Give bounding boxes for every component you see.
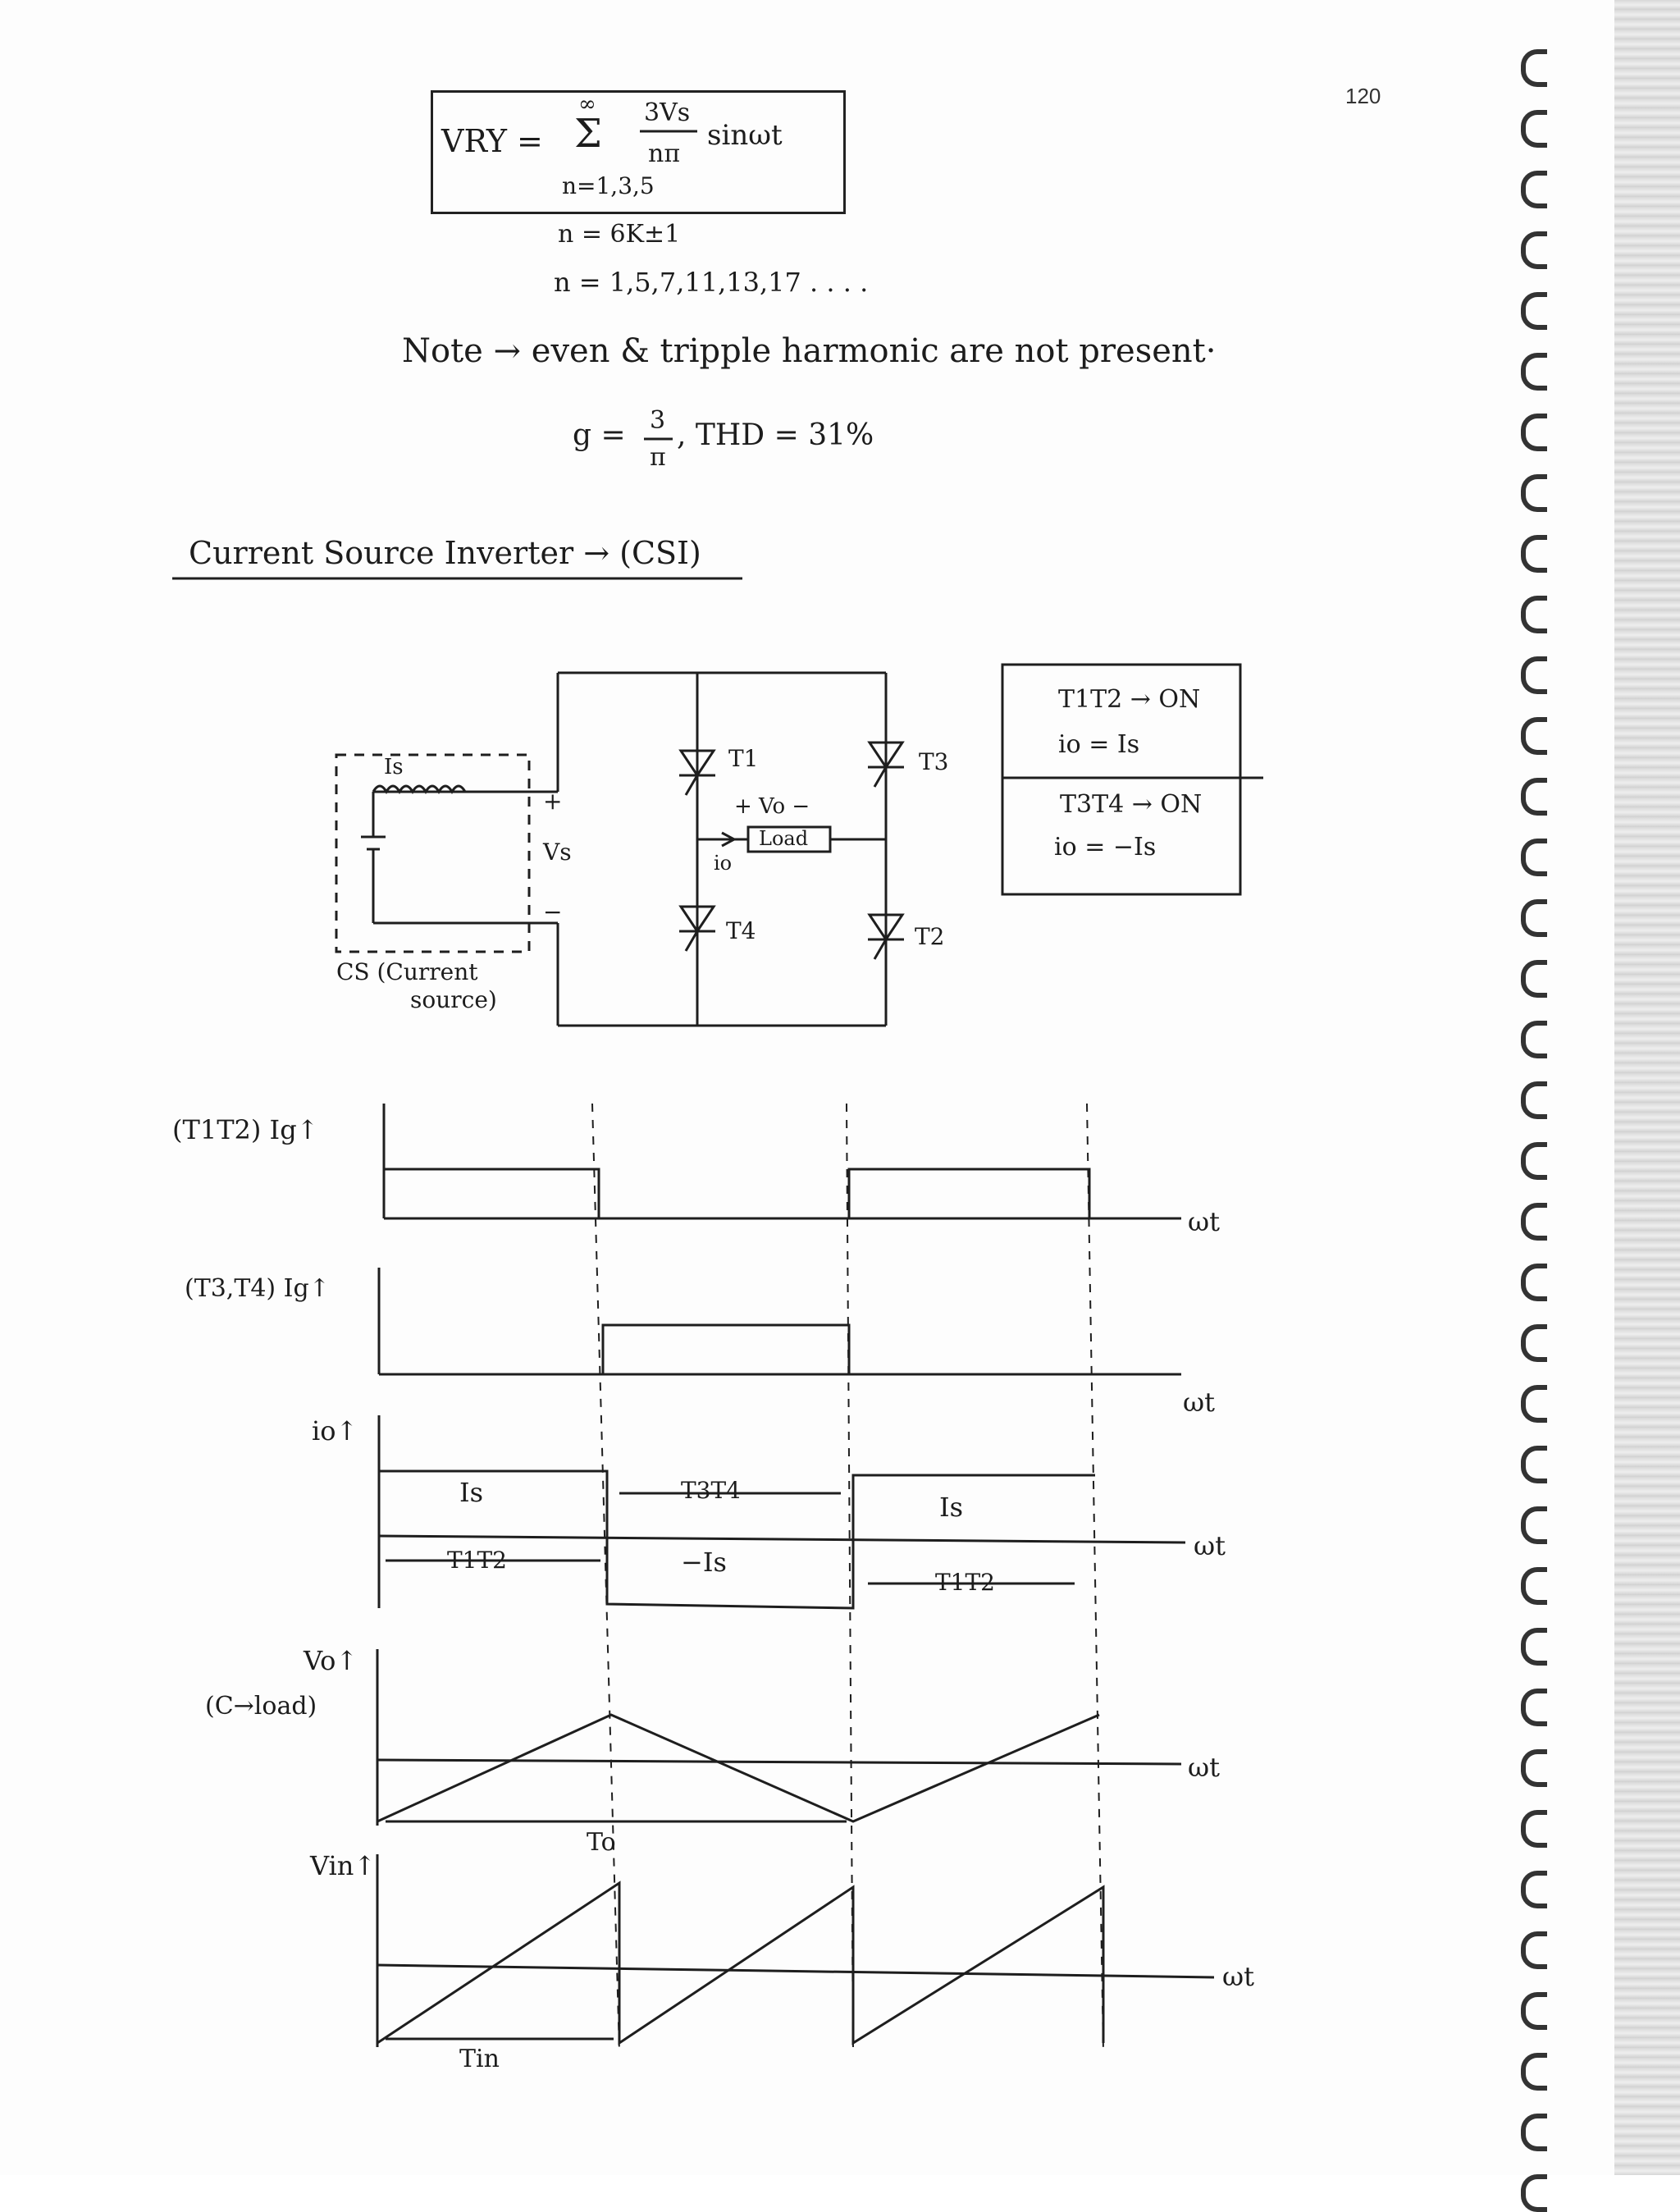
tin-label: Tin	[459, 2045, 500, 2073]
section-title: Current Source Inverter → (CSI)	[189, 535, 701, 571]
table-row1-a: T1T2 → ON	[1058, 685, 1201, 714]
circuit-cs-label-1: CS (Current	[336, 958, 478, 985]
circuit-is-label: Is	[384, 755, 404, 779]
vo-waveform	[377, 1713, 1100, 1823]
formula-sum-range: n=1,3,5	[562, 172, 655, 199]
ig12-pulse-2	[847, 1168, 1091, 1218]
io-t1t2-label-2: T1T2	[935, 1569, 995, 1596]
note-g-denominator: π	[650, 443, 666, 472]
circuit-load: Load	[759, 827, 809, 850]
table-row2-b: io = −Is	[1054, 833, 1157, 861]
circuit-minus: −	[543, 898, 563, 925]
circuit-plus: +	[543, 788, 563, 815]
io-is-negative: −Is	[681, 1547, 727, 1578]
io-x-axis	[378, 1534, 1186, 1544]
wt-label-4: ωt	[1188, 1752, 1220, 1783]
circuit-cs-label-2: source)	[410, 986, 497, 1013]
ig12-pulse-1	[384, 1168, 600, 1218]
formula-n-values: n = 1,5,7,11,13,17 . . . .	[554, 267, 869, 298]
vo-sub-label: (C→load)	[205, 1692, 317, 1721]
table-row1-b: io = Is	[1058, 730, 1140, 759]
io-t3t4-label: T3T4	[681, 1477, 741, 1504]
period-divider-1	[591, 1103, 620, 2052]
wt-label-2: ωt	[1183, 1387, 1215, 1418]
formula-denominator: nπ	[648, 139, 681, 168]
vin-label: Vin↑	[310, 1850, 377, 1881]
vo-x-axis	[377, 1758, 1182, 1766]
circuit-vo: + Vo −	[734, 794, 810, 819]
binder-edge	[1614, 0, 1680, 2175]
thyristor-t2	[867, 913, 905, 960]
period-divider-3	[1086, 1103, 1104, 2052]
page-number: 120	[1345, 84, 1381, 108]
note-g-numerator: 3	[650, 406, 666, 435]
wt-label-5: ωt	[1222, 1961, 1254, 1992]
ig12-label: (T1T2) Ig↑	[172, 1114, 319, 1145]
vin-waveform	[377, 1881, 1105, 2045]
io-is-positive: Is	[459, 1477, 484, 1508]
wt-label-3: ωt	[1194, 1530, 1226, 1561]
note-text: Note → even & tripple harmonic are not p…	[402, 332, 1217, 370]
io-arrow	[721, 831, 737, 848]
state-table-box	[1001, 663, 1242, 896]
current-source-box	[335, 753, 531, 953]
vo-label: Vo↑	[304, 1645, 358, 1676]
circuit-t1: T1	[728, 745, 759, 772]
formula-sum-symbol: Σ	[574, 111, 602, 157]
circuit-t4: T4	[726, 917, 756, 944]
vin-x-axis	[377, 1963, 1215, 1979]
to-label: To	[587, 1828, 616, 1857]
formula-sum-top: ∞	[578, 92, 596, 117]
circuit-io: io	[714, 852, 733, 875]
thyristor-t4	[678, 905, 716, 952]
period-divider-2	[846, 1103, 854, 2052]
thyristor-t1	[678, 749, 716, 796]
formula-box	[431, 90, 846, 214]
note-thd: , THD = 31%	[677, 418, 874, 452]
table-row2-a: T3T4 → ON	[1060, 790, 1203, 819]
ig34-pulse	[601, 1323, 851, 1374]
formula-n-rule: n = 6K±1	[558, 220, 681, 249]
formula-numerator: 3Vs	[644, 98, 691, 127]
thyristor-t3	[867, 741, 905, 788]
note-g-lhs: g =	[573, 418, 626, 452]
formula-lhs: VRY =	[441, 123, 543, 159]
io-waveform	[379, 1469, 1095, 1610]
circuit-t3: T3	[919, 748, 949, 775]
formula-trig: sinωt	[707, 119, 783, 152]
io-is-positive-2: Is	[939, 1492, 964, 1523]
io-label: io↑	[312, 1415, 358, 1446]
ig34-label: (T3,T4) Ig↑	[185, 1274, 330, 1303]
wt-label-1: ωt	[1188, 1206, 1220, 1237]
circuit-vs: Vs	[543, 839, 572, 866]
circuit-t2: T2	[915, 923, 945, 950]
inductor-coil	[372, 784, 467, 795]
io-t1t2-label: T1T2	[447, 1547, 507, 1574]
